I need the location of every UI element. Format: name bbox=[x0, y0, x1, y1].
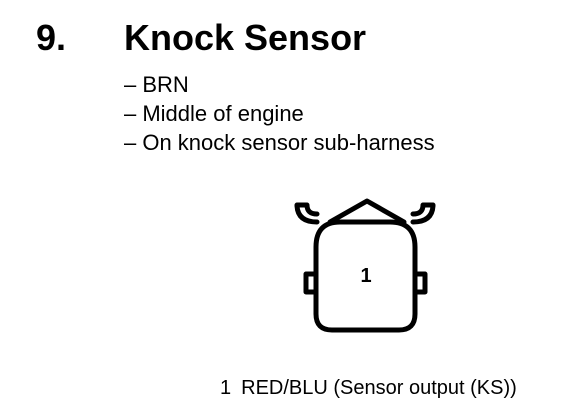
detail-harness: – On knock sensor sub-harness bbox=[124, 130, 435, 155]
detail-list: – BRN – Middle of engine – On knock sens… bbox=[124, 70, 435, 157]
connector-icon: 1 bbox=[294, 198, 436, 333]
connector-body bbox=[313, 219, 418, 333]
connector-key bbox=[327, 198, 407, 225]
detail-color: – BRN bbox=[124, 72, 189, 97]
section-title: Knock Sensor bbox=[124, 17, 367, 58]
left-tab bbox=[303, 271, 319, 295]
section-number: 9. bbox=[36, 17, 67, 58]
pin-label: 1 bbox=[360, 265, 371, 287]
right-latch bbox=[410, 202, 436, 225]
right-tab bbox=[412, 271, 428, 295]
detail-location: – Middle of engine bbox=[124, 101, 304, 126]
pin-number: 1 bbox=[220, 377, 232, 399]
pin-description: RED/BLU (Sensor output (KS)) bbox=[241, 377, 517, 399]
pin-legend: 1 RED/BLU (Sensor output (KS)) bbox=[220, 374, 517, 402]
left-latch bbox=[294, 202, 320, 225]
